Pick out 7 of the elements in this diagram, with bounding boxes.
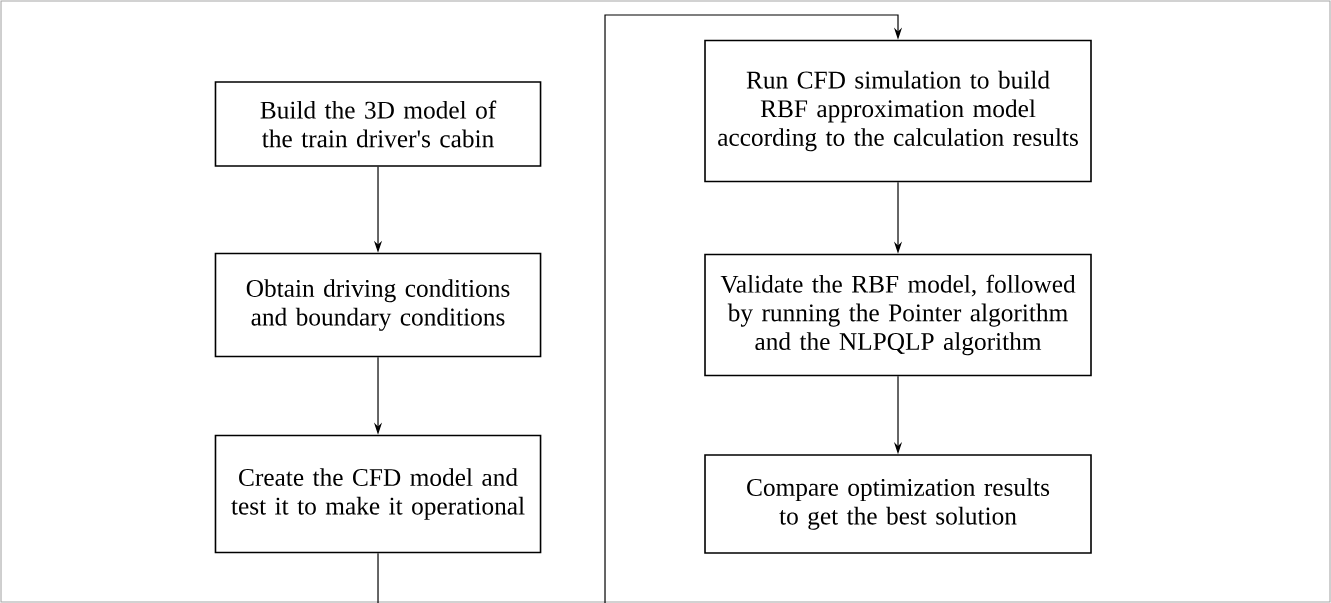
process-box: Validate the RBF model, followed by running the Pointer algorithm and the NLPQLP algorithm xyxy=(704,253,1092,377)
process-box: Compare optimization results to get the best solution xyxy=(704,454,1092,554)
process-box: Build the 3D model of the train driver's cabin xyxy=(214,81,542,167)
process-box: Create the CFD model and test it to make it operational xyxy=(214,434,542,554)
arrow xyxy=(377,14,903,603)
process-box: Run CFD simulation to build RBF approximation model according to the calculation results xyxy=(704,39,1092,183)
process-box: Obtain driving conditions and boundary conditions xyxy=(214,252,542,358)
